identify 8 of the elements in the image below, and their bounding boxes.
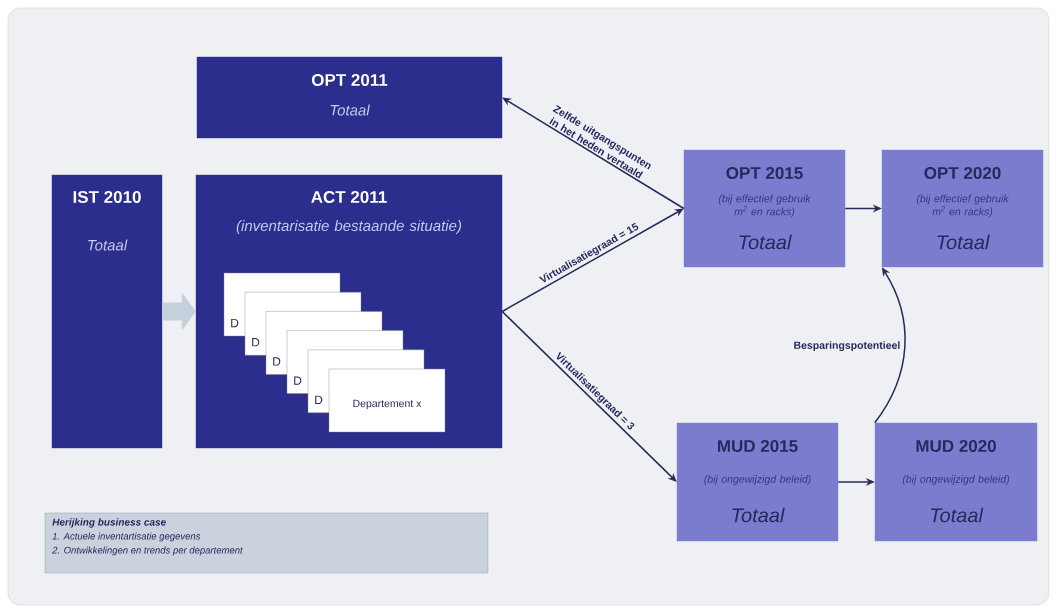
arrow (501, 310, 677, 482)
process-box: MUD 2015 (bij ongewijzigd beleid) Totaal (676, 422, 839, 542)
edge-label: Besparingspotentieel (794, 341, 900, 352)
note-box: Herijking business case 1. Actuele inventartisatie gegevens 2. Ontwikkelingen en trends per departement (44, 512, 489, 574)
process-box: MUD 2020 (bij ongewijzigd beleid) Totaal (874, 422, 1038, 542)
process-box: IST 2010 Totaal (51, 174, 163, 449)
department-card: Departement x (328, 368, 446, 433)
process-box: OPT 2011 Totaal (196, 56, 503, 139)
